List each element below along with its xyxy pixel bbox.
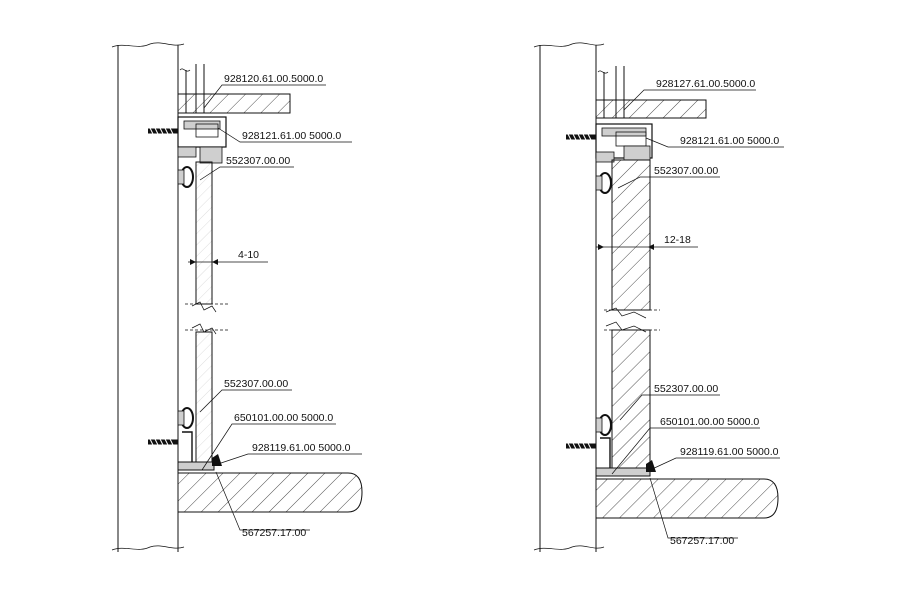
right-wall — [533, 42, 605, 552]
label-end-part: 567257.17.00 — [242, 527, 306, 539]
right-screw-bottom-icon — [566, 442, 596, 450]
label-bottom-profile: 928119.61.00 5000.0 — [680, 446, 779, 458]
label-top-profile: 928120.61.00.5000.0 — [224, 73, 323, 85]
left-leaders — [199, 84, 362, 531]
label-base-profile: 650101.00.00 5000.0 — [234, 412, 333, 424]
left-top-shelf — [177, 93, 291, 114]
right-leaders — [611, 89, 784, 539]
right-gasket-top-icon — [595, 172, 612, 194]
label-gasket-top: 552307.00.00 — [226, 155, 290, 167]
right-top-shelf — [595, 99, 707, 119]
label-clamp-profile: 928121.61.00 5000.0 — [680, 135, 779, 147]
left-gap-dimension — [188, 259, 268, 265]
label-gasket-top: 552307.00.00 — [654, 165, 718, 177]
right-gasket-bottom-icon — [595, 414, 612, 436]
right-gap-dimension — [596, 244, 698, 250]
right-bottom-slab — [595, 478, 779, 519]
right-detail: 928127.61.00.5000.0 928121.61.00 5000.0 … — [533, 42, 784, 552]
label-gap: 4-10 — [238, 249, 259, 261]
right-wood-panel — [604, 159, 660, 471]
label-clamp-profile: 928121.61.00 5000.0 — [242, 130, 341, 142]
right-bottom-profile — [595, 437, 656, 477]
left-screw-bottom-icon — [148, 438, 178, 446]
right-top-profile — [595, 123, 653, 163]
left-gasket-top-icon — [177, 166, 194, 188]
label-gasket-bottom: 552307.00.00 — [224, 378, 288, 390]
left-glass-panel — [185, 161, 230, 465]
label-gap: 12-18 — [664, 234, 691, 246]
left-bottom-slab — [177, 472, 363, 513]
right-screw-top-icon — [566, 133, 596, 141]
label-gasket-bottom: 552307.00.00 — [654, 383, 718, 395]
left-gasket-bottom-icon — [177, 407, 194, 429]
right-labels: 928127.61.00.5000.0 928121.61.00 5000.0 … — [654, 78, 779, 547]
left-detail: 928120.61.00.5000.0 928121.61.00 5000.0 … — [111, 42, 363, 552]
label-top-profile: 928127.61.00.5000.0 — [656, 78, 755, 90]
left-top-profile — [177, 116, 227, 164]
label-end-part: 567257.17.00 — [670, 535, 734, 547]
label-base-profile: 650101.00.00 5000.0 — [660, 416, 759, 428]
left-wall — [111, 42, 185, 552]
label-bottom-profile: 928119.61.00 5000.0 — [252, 442, 351, 454]
left-labels: 928120.61.00.5000.0 928121.61.00 5000.0 … — [224, 73, 351, 539]
left-bottom-profile — [177, 431, 222, 471]
left-screw-top-icon — [148, 127, 178, 135]
